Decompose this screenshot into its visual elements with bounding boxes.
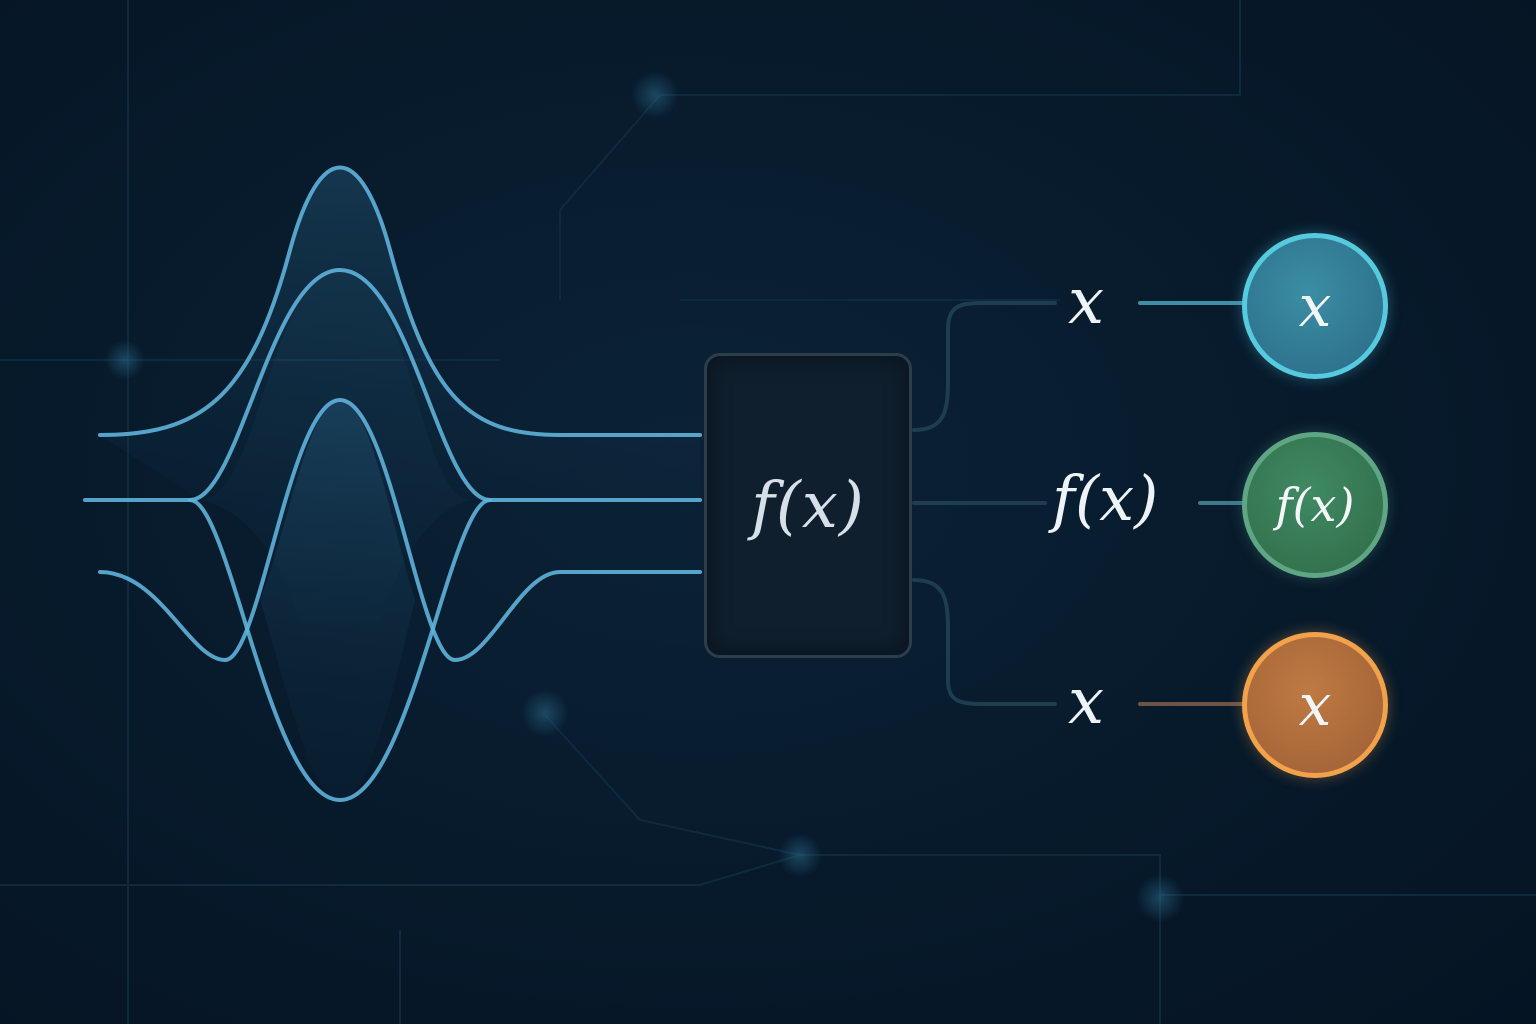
branch-connectors (912, 301, 1244, 706)
output-node-orange-label: x (1298, 671, 1332, 739)
output-node-orange: x (1242, 632, 1388, 778)
wave-curves (83, 165, 702, 803)
output-node-teal: x (1242, 233, 1388, 379)
output-node-green: f(x) (1242, 432, 1388, 578)
wave-fills (100, 167, 700, 800)
output-node-teal-label: x (1298, 272, 1332, 340)
branch-label-bottom: x (1068, 665, 1105, 739)
function-box-label: f(x) (751, 468, 865, 543)
connector-bottom (912, 578, 1057, 706)
connector-top (912, 301, 1057, 432)
branch-label-middle: f(x) (1052, 462, 1159, 535)
output-node-green-label: f(x) (1275, 478, 1355, 532)
wave-curve-deep (188, 498, 492, 803)
wave-curve-bottom (98, 397, 702, 663)
wave-curve-top (98, 165, 702, 437)
wave-curve-middle (83, 267, 702, 502)
function-box: f(x) (704, 353, 912, 658)
branch-label-top: x (1068, 265, 1105, 339)
background-glow-dots (105, 71, 1184, 922)
